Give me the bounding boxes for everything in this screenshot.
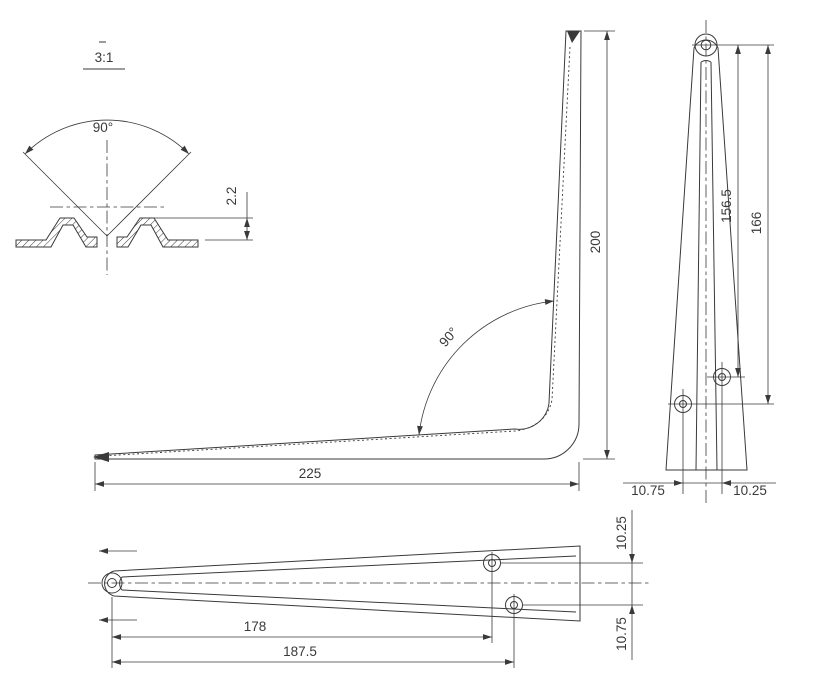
arm-inner-edge — [121, 555, 577, 578]
angle-dimension-arc — [24, 119, 190, 155]
top-span-inner-label: 178 — [244, 619, 267, 634]
top-view: 10.25 10.75 178 187.5 — [88, 510, 650, 668]
arm-outline — [665, 39, 748, 471]
countersink-detail-view: 90° 2.2 — [15, 119, 253, 275]
arm-inner-edge — [710, 61, 718, 471]
arm-inner-edge — [695, 61, 702, 471]
side-span-outer-label: 166 — [749, 212, 764, 235]
detail-height-label: 2.2 — [224, 187, 239, 206]
top-span-outer-label: 187.5 — [283, 644, 317, 659]
corner-angle-arc — [417, 299, 555, 436]
pivot-hole-outer — [101, 572, 123, 594]
side-view: 156.5 166 10.75 10.25 — [623, 20, 776, 505]
front-angle-label: 90° — [436, 324, 461, 349]
side-span-inner-label: 156.5 — [719, 189, 734, 223]
side-offset-left-label: 10.75 — [631, 483, 665, 498]
pivot-hole-inner — [107, 578, 117, 588]
left-tip-detail — [93, 452, 109, 462]
top-tip-detail — [567, 31, 580, 43]
front-view: 200 225 90° — [93, 30, 615, 491]
detail-angle-label: 90° — [93, 120, 113, 135]
arm-inner-cap — [119, 576, 123, 591]
angle-leg-right — [106, 151, 192, 237]
angle-leg-left — [22, 151, 108, 237]
side-offset-right-label: 10.25 — [733, 483, 767, 498]
section-hatch-right — [116, 217, 199, 248]
arm-outline — [104, 545, 581, 622]
front-width-label: 225 — [299, 466, 322, 481]
scale-label: 3:1 — [95, 50, 114, 65]
top-offset-upper-label: 10.25 — [614, 516, 629, 550]
section-hatch-left — [15, 217, 98, 248]
top-offset-lower-label: 10.75 — [614, 617, 629, 651]
front-height-label: 200 — [588, 231, 603, 254]
inner-contour-dotted — [101, 46, 571, 457]
arm-inner-edge — [121, 589, 577, 613]
scale-note: 3:1 — [83, 41, 125, 70]
